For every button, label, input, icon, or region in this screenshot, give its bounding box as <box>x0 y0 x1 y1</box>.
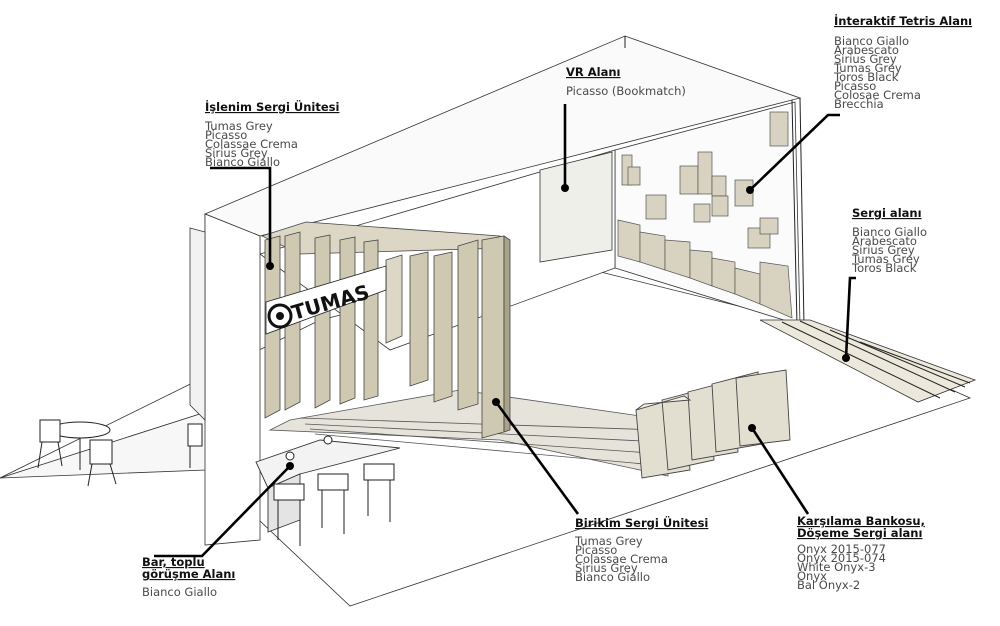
birikim-material-3: Sirius Grey <box>575 561 638 575</box>
birikim-material-2: Colassae Crema <box>575 552 668 566</box>
tetris-material-1: Arabescato <box>834 43 899 57</box>
label-islenim: İşlenim Sergi Ünitesi Tumas Grey Picasso… <box>204 99 339 169</box>
karsilama-material-3: Onyx <box>797 569 827 583</box>
leader-lines <box>154 104 856 558</box>
karsilama-title-line-1: Döşeme Sergi alanı <box>797 526 922 540</box>
sergi-material-2: Sirius Grey <box>852 243 915 257</box>
leader-dot-sergi <box>842 354 850 362</box>
sergi-material-3: Tumas Grey <box>851 252 920 266</box>
leader-dot-islenim <box>266 262 274 270</box>
label-vr: VR Alanı Picasso (Bookmatch) <box>566 65 686 98</box>
leader-islenim <box>210 166 272 266</box>
vr-material-0: Picasso (Bookmatch) <box>566 84 686 98</box>
islenim-material-3: Sirius Grey <box>205 146 268 160</box>
vr-title: VR Alanı <box>566 65 621 79</box>
karsilama-material-4: Bal Onyx-2 <box>797 578 860 592</box>
tetris-material-7: Brecchia <box>834 97 884 111</box>
sergi-material-4: Toros Black <box>851 261 917 275</box>
karsilama-material-2: White Onyx-3 <box>797 560 876 574</box>
leader-dot-karsilama <box>748 424 756 432</box>
karsilama-title-line-0: Karşılama Bankosu, <box>797 514 925 528</box>
label-birikim: Birikim Sergi Ünitesi Tumas Grey Picasso… <box>574 515 708 584</box>
label-tetris: İnteraktif Tetris Alanı Bianco Giallo Ar… <box>833 13 972 111</box>
bar-stools <box>273 435 395 546</box>
tetris-wall-blocks <box>617 111 793 319</box>
karsilama-material-1: Onyx 2015-074 <box>797 551 886 565</box>
bar-title-line-0: Bar, toplu <box>142 555 205 569</box>
leader-dot-birikim <box>492 398 500 406</box>
leader-birikim <box>494 401 580 515</box>
leader-karsilama <box>750 427 810 515</box>
tetris-material-2: Sirius Grey <box>834 52 897 66</box>
bar-material-0: Bianco Giallo <box>142 585 217 599</box>
tetris-material-3: Tumas Grey <box>833 61 902 75</box>
islenim-title: İşlenim Sergi Ünitesi <box>205 99 339 114</box>
label-bar: Bar, toplu görüşme Alanı Bianco Giallo <box>142 555 235 599</box>
label-sergi: Sergi alanı Bianco Giallo Arabescato Sir… <box>851 206 927 275</box>
tetris-material-6: Colosae Crema <box>834 88 921 102</box>
birikim-material-1: Picasso <box>575 543 617 557</box>
tetris-material-0: Bianco Giallo <box>834 34 909 48</box>
leader-dot-vr <box>561 184 569 192</box>
sergi-floor-strip <box>759 319 977 403</box>
leader-bar <box>154 465 291 558</box>
leader-dot-bar <box>286 462 294 470</box>
bar-title-line-1: görüşme Alanı <box>142 567 235 581</box>
lounge-table-set <box>37 419 203 487</box>
tetris-material-5: Picasso <box>834 79 876 93</box>
leader-sergi <box>844 276 856 359</box>
leader-tetris <box>749 113 840 191</box>
karsilama-material-0: Onyx 2015-077 <box>797 542 886 556</box>
islenim-material-4: Bianco Giallo <box>205 155 280 169</box>
label-karsilama: Karşılama Bankosu, Döşeme Sergi alanı On… <box>797 514 925 592</box>
tetris-material-4: Toros Black <box>833 70 899 84</box>
reception-desk <box>635 369 791 479</box>
birikim-title: Birikim Sergi Ünitesi <box>575 515 708 530</box>
tetris-title: İnteraktif Tetris Alanı <box>834 13 972 28</box>
islenim-material-0: Tumas Grey <box>204 119 273 133</box>
sergi-material-0: Bianco Giallo <box>852 225 927 239</box>
birikim-material-4: Bianco Giallo <box>575 570 650 584</box>
islenim-material-1: Picasso <box>205 128 247 142</box>
islenim-material-2: Colassae Crema <box>205 137 298 151</box>
sergi-title: Sergi alanı <box>852 206 922 220</box>
sergi-material-1: Arabescato <box>852 234 917 248</box>
leader-dot-tetris <box>746 186 754 194</box>
birikim-material-0: Tumas Grey <box>574 534 643 548</box>
